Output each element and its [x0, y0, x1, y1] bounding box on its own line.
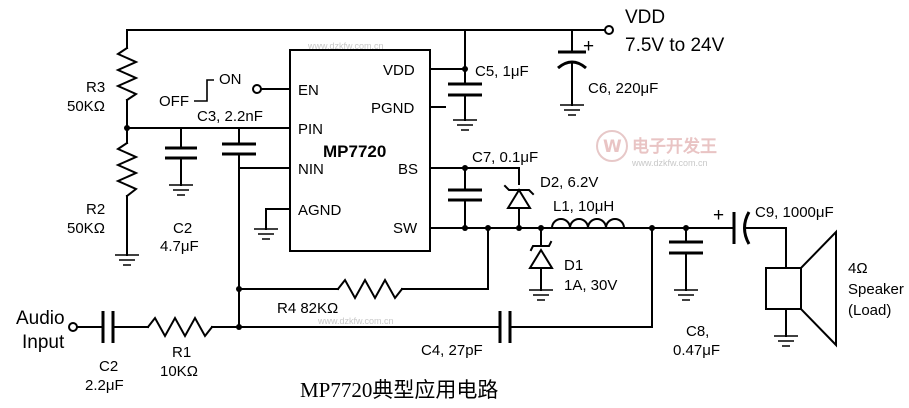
input-terminal: [68, 322, 78, 332]
l1-inductor: [550, 218, 626, 230]
c6-plus: +: [583, 36, 594, 57]
input-label-1: Audio: [16, 308, 65, 329]
c2b-value: 4.7μF: [160, 238, 199, 255]
en-terminal: [252, 84, 262, 94]
speaker-impedance: 4Ω: [848, 260, 868, 277]
c3-label: C3, 2.2nF: [197, 108, 263, 125]
c2b-plates: [165, 146, 197, 160]
switch-on: ON: [219, 71, 242, 88]
vdd-label: VDD: [625, 7, 665, 28]
speaker-ground: [774, 335, 798, 347]
logo-text: 电子开发王: [632, 136, 717, 157]
pin-sw: SW: [393, 220, 418, 237]
diagram-title: MP7720典型应用电路: [300, 378, 498, 402]
d2-bar: [503, 184, 535, 196]
watermark-bottom: www.dzkfw.com.cn: [317, 316, 394, 326]
c8-ground: [674, 289, 698, 301]
r3-ref: R3: [86, 79, 105, 96]
agnd-wire: [265, 208, 291, 230]
junction-vdd: [462, 66, 468, 72]
logo-glyph: W: [603, 137, 622, 157]
c4-lead-right: [509, 227, 653, 328]
d1-diode: [528, 248, 554, 269]
vdd-terminal: [604, 25, 614, 35]
r2-ground: [115, 254, 139, 266]
c8-value: 0.47μF: [673, 342, 720, 359]
r4-label: R4 82KΩ: [277, 300, 338, 317]
c3-plates: [222, 142, 256, 156]
r3-value: 50KΩ: [67, 98, 105, 115]
d1-value: 1A, 30V: [564, 277, 617, 294]
r1-value: 10KΩ: [160, 363, 198, 380]
d1-bar: [529, 240, 553, 252]
c8-plates: [669, 240, 703, 255]
r2-ref: R2: [86, 201, 105, 218]
speaker-body: [765, 267, 802, 310]
r4-resistor: [336, 277, 404, 301]
l1-label: L1, 10μH: [553, 198, 614, 215]
c5-plates: [448, 82, 482, 97]
c5-ground: [453, 119, 477, 131]
pin-pin: PIN: [298, 121, 323, 138]
c2in-plates: [101, 311, 115, 343]
c9-label: C9, 1000μF: [755, 204, 834, 221]
speaker-load: (Load): [848, 302, 891, 319]
d2-label: D2, 6.2V: [540, 174, 598, 191]
d2-diode: [506, 188, 532, 209]
d1-ground: [529, 289, 553, 301]
r1-ref: R1: [172, 344, 191, 361]
c6-label: C6, 220μF: [588, 80, 658, 97]
r1-resistor: [146, 315, 214, 339]
c4-label: C4, 27pF: [421, 342, 483, 359]
c7-plates: [448, 188, 482, 202]
en-switch-symbol: [194, 79, 214, 102]
pin-nin: NIN: [298, 161, 324, 178]
c2in-ref: C2: [99, 358, 118, 375]
mp7720-chip: [289, 49, 431, 252]
agnd-ground: [254, 228, 278, 240]
speaker-cone: [799, 229, 837, 348]
c6-ground: [560, 104, 584, 116]
c2b-ref: C2: [173, 220, 192, 237]
c9-plus: +: [713, 205, 724, 226]
c2b-ground: [169, 184, 193, 196]
junction-c7: [462, 225, 468, 231]
junction-r4-sw: [485, 225, 491, 231]
speaker-label: Speaker: [848, 281, 904, 298]
junction-d2: [516, 225, 522, 231]
c4-plates: [498, 311, 512, 343]
vdd-range: 7.5V to 24V: [625, 35, 725, 56]
c8-ref: C8,: [686, 323, 709, 340]
r2-resistor: [115, 141, 139, 198]
site-logo: W 电子开发王 www.dzkfw.com.cn: [596, 130, 717, 168]
watermark-top: www.dzkfw.com.cn: [307, 41, 384, 51]
chip-name: MP7720: [323, 142, 386, 161]
pin-vdd: VDD: [383, 62, 415, 79]
pin-agnd: AGND: [298, 202, 342, 219]
d1-ref: D1: [564, 257, 583, 274]
d2-lead-top: [464, 167, 520, 185]
r4-lead-right: [401, 227, 489, 290]
input-label-2: Input: [22, 332, 65, 353]
c7-label: C7, 0.1μF: [472, 149, 538, 166]
r3-resistor: [115, 46, 139, 102]
logo-circle: [596, 130, 628, 162]
pin-en: EN: [298, 82, 319, 99]
r2-value: 50KΩ: [67, 220, 105, 237]
pin-bs: BS: [398, 161, 418, 178]
c2in-value: 2.2μF: [85, 377, 124, 394]
logo-url: www.dzkfw.com.cn: [631, 158, 708, 168]
pin-pgnd: PGND: [371, 100, 415, 117]
switch-off: OFF: [159, 93, 189, 110]
c5-label: C5, 1μF: [475, 63, 529, 80]
c9-to-speaker: [744, 227, 787, 269]
